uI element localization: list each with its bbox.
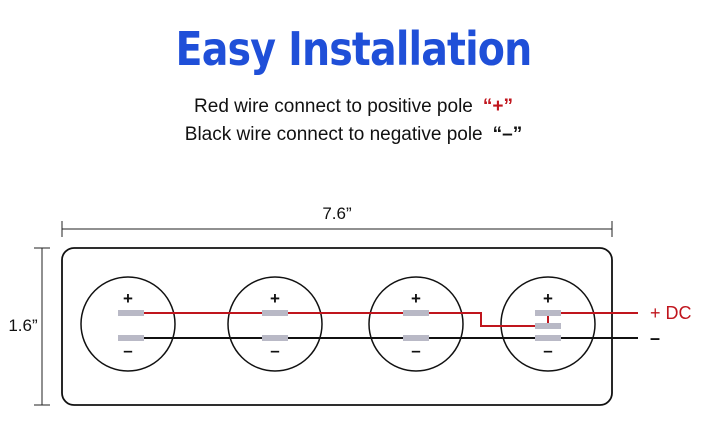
switch-panel <box>61 247 613 406</box>
terminal-neg-3 <box>403 335 429 341</box>
terminal-pos-4a <box>535 310 561 316</box>
negative-symbol: “–” <box>492 124 523 145</box>
red-wire-text: Red wire connect to positive pole <box>194 96 473 117</box>
minus-mark-4: – <box>543 341 552 360</box>
terminal-neg-2 <box>262 335 288 341</box>
switch-3 <box>368 276 464 372</box>
switch-1 <box>80 276 176 372</box>
terminal-pos-1 <box>118 310 144 316</box>
width-dimension: 7.6” <box>61 204 613 237</box>
switch-4 <box>500 276 596 372</box>
terminal-pos-3 <box>403 310 429 316</box>
black-wire-instruction: Black wire connect to negative pole “–” <box>0 124 707 146</box>
terminal-pos-2 <box>262 310 288 316</box>
minus-mark-2: – <box>270 341 279 360</box>
terminal-neg-1 <box>118 335 144 341</box>
black-wire-text: Black wire connect to negative pole <box>184 124 483 145</box>
height-dimension: 1.6” <box>6 247 50 406</box>
positive-symbol: “+” <box>482 96 513 117</box>
width-label: 7.6” <box>322 204 352 223</box>
page-title: Easy Installation <box>175 22 533 76</box>
plus-mark-1: + <box>123 289 133 308</box>
switch-2 <box>227 276 323 372</box>
plus-mark-4: + <box>543 289 553 308</box>
terminal-pos-4b <box>535 323 561 329</box>
positive-dc-label: + DC <box>650 303 692 323</box>
plus-mark-2: + <box>270 289 280 308</box>
terminals <box>118 310 561 341</box>
red-wire-instruction: Red wire connect to positive pole “+” <box>0 96 707 118</box>
minus-mark-1: – <box>123 341 132 360</box>
height-label: 1.6” <box>8 316 38 335</box>
terminal-neg-4 <box>535 335 561 341</box>
minus-mark-3: – <box>411 341 420 360</box>
positive-wire <box>128 312 638 327</box>
negative-label: – <box>650 328 660 348</box>
plus-mark-3: + <box>411 289 421 308</box>
